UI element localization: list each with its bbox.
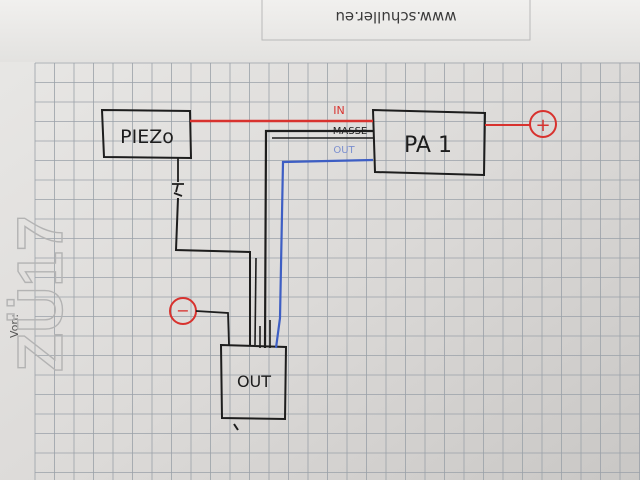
out-wire-label: OUT — [333, 145, 355, 156]
minus-terminal-symbol: − — [176, 301, 189, 320]
minus-wire — [195, 310, 230, 346]
piezo-ground-wire — [174, 197, 251, 345]
website-text: www.schuller.eu — [335, 8, 456, 26]
switch-icon — [172, 183, 184, 197]
pen-mark — [233, 423, 239, 431]
plus-terminal: + — [529, 110, 557, 138]
piezo-label: PIEZo — [120, 126, 174, 148]
masse-wire-label: MASSE — [333, 126, 367, 137]
masse-wire — [263, 129, 373, 349]
side-label: Von: — [8, 314, 21, 338]
big-form-number: ZÜ17 — [4, 216, 76, 373]
pa1-label: PA 1 — [404, 133, 452, 158]
in-wire-label: IN — [333, 104, 344, 117]
ground-bundle-wire — [254, 257, 257, 346]
header-box — [261, 0, 531, 41]
paper-header-area — [0, 0, 640, 62]
out-label: OUT — [237, 372, 271, 391]
pa1-block: PA 1 — [371, 108, 487, 177]
plus-terminal-symbol: + — [535, 115, 550, 136]
out-terminal-pins — [259, 320, 271, 348]
out-wire — [274, 158, 374, 349]
piezo-block: PIEZo — [100, 108, 193, 160]
